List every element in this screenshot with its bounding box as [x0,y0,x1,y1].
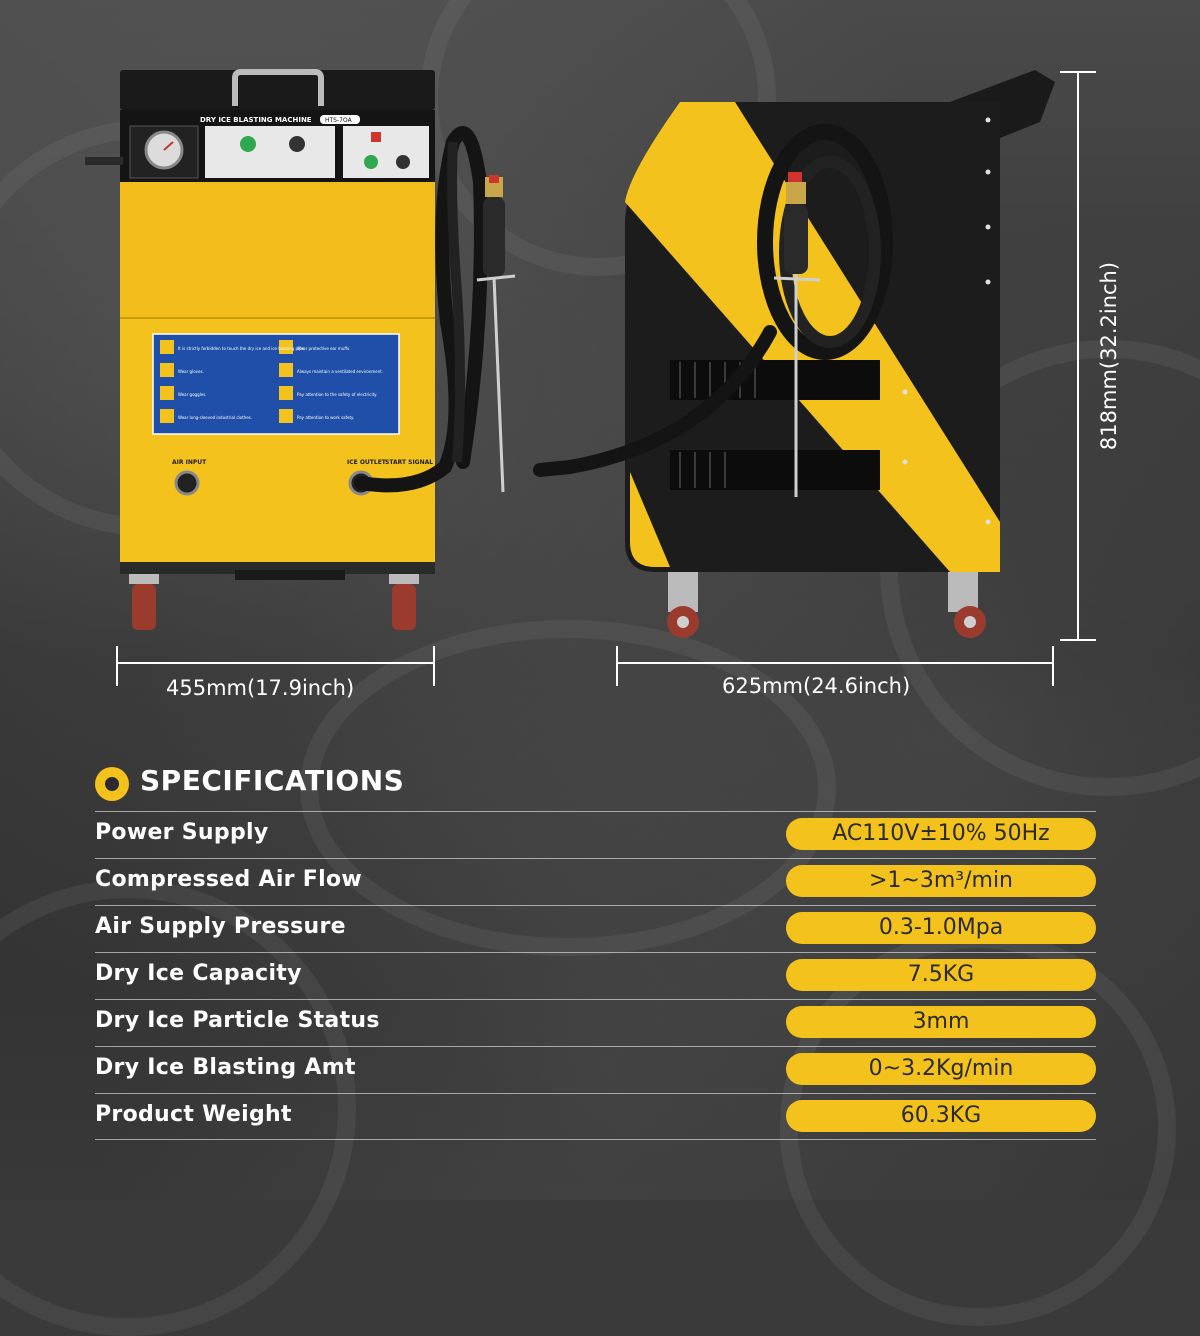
spec-value: 3mm [786,1006,1096,1038]
spec-value: AC110V±10% 50Hz [786,818,1096,850]
power-switch[interactable] [371,132,381,142]
spec-row-power-supply: Power Supply AC110V±10% 50Hz [95,811,1096,859]
spec-label: Air Supply Pressure [95,914,346,939]
ice-outlet-label: ICE OUTLET [347,459,387,466]
side-depth-tick-right [1052,646,1054,686]
flow-knob[interactable] [396,155,410,169]
side-depth-tick-left [616,646,618,686]
warning-4: Always maintain a ventilated environment… [297,369,383,374]
spec-label: Compressed Air Flow [95,867,363,892]
front-width-label: 455mm(17.9inch) [166,676,355,700]
height-tick-bottom [1060,639,1096,641]
air-input-port[interactable] [174,470,200,496]
warning-3: Wear gloves. [178,369,204,374]
start-signal-label: START SIGNAL [385,459,433,466]
spec-value: 7.5KG [786,959,1096,991]
spec-row-compressed-air-flow: Compressed Air Flow >1~3m³/min [95,858,1096,906]
spec-table-bottom-rule [95,1139,1096,1140]
spec-label: Dry Ice Particle Status [95,1008,380,1033]
air-input-label: AIR INPUT [172,459,207,466]
spec-row-particle-status: Dry Ice Particle Status 3mm [95,999,1096,1047]
front-width-tick-left [116,646,118,686]
panel-title: DRY ICE BLASTING MACHINE [200,116,312,124]
heading-bullet-icon [95,767,129,801]
height-tick-top [1060,71,1096,73]
spec-row-product-weight: Product Weight 60.3KG [95,1093,1096,1141]
spec-value: 0.3-1.0Mpa [786,912,1096,944]
start-button[interactable] [240,136,256,152]
warning-8: Pay attention to work safety. [297,415,354,420]
spec-label: Dry Ice Blasting Amt [95,1055,356,1080]
machine-side-view [533,70,1055,638]
front-width-line [117,662,434,664]
spec-value: 60.3KG [786,1100,1096,1132]
warning-7: Wear long-sleeved industrial clothes. [178,415,252,420]
height-line [1077,72,1079,640]
warning-2: Wear protective ear muffs. [297,346,350,351]
specs-heading: SPECIFICATIONS [140,764,405,797]
side-depth-line [617,662,1053,664]
height-label: 818mm(32.2inch) [1097,261,1121,451]
safety-sign [152,333,400,435]
model-badge: HTS-7OA [325,117,353,124]
warning-1: It is strictly forbidden to touch the dr… [178,346,305,351]
spec-value: 0~3.2Kg/min [786,1053,1096,1085]
spec-value: >1~3m³/min [786,865,1096,897]
side-depth-label: 625mm(24.6inch) [722,674,911,698]
spec-row-blasting-amount: Dry Ice Blasting Amt 0~3.2Kg/min [95,1046,1096,1094]
warning-6: Pay attention to the safety of electrici… [297,392,377,397]
front-width-tick-right [433,646,435,686]
spec-row-air-supply-pressure: Air Supply Pressure 0.3-1.0Mpa [95,905,1096,953]
machine-front-view: DRY ICE BLASTING MACHINE HTS-7OA It is s… [85,69,516,630]
ice-flow-button[interactable] [364,155,378,169]
spec-row-dry-ice-capacity: Dry Ice Capacity 7.5KG [95,952,1096,1000]
spec-label: Dry Ice Capacity [95,961,302,986]
regulator-knob[interactable] [289,136,305,152]
warning-5: Wear goggles. [178,392,207,397]
spec-label: Power Supply [95,820,269,845]
spec-label: Product Weight [95,1102,292,1127]
